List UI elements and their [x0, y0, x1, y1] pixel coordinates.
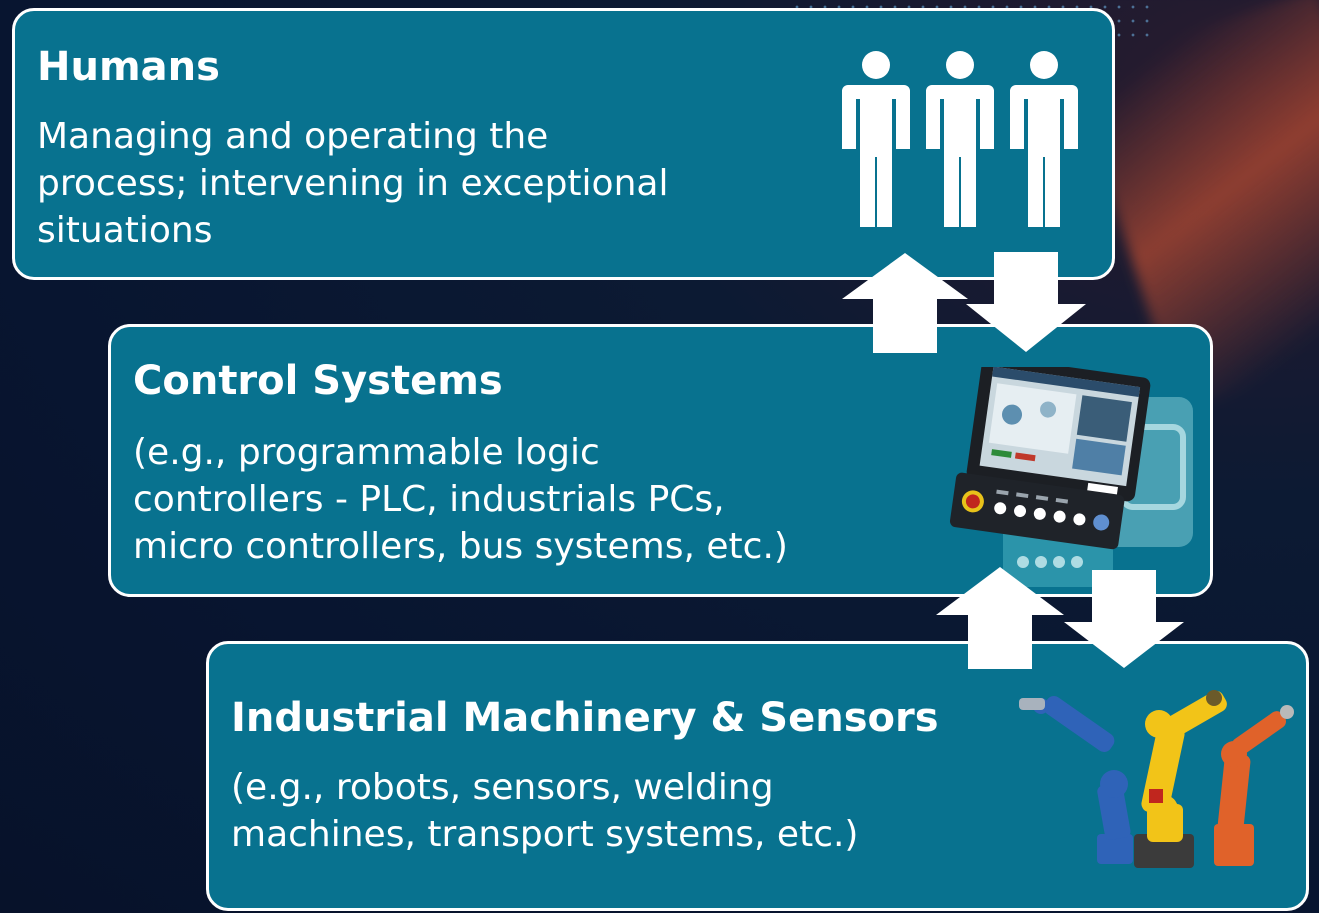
control-panel-icon — [943, 367, 1203, 592]
people-icon — [838, 49, 1088, 234]
humans-layer-box: Humans Managing and operating the proces… — [12, 8, 1115, 280]
down-arrow-control-to-industrial — [1064, 570, 1184, 668]
up-arrow-control-to-humans — [842, 253, 968, 353]
control-systems-title: Control Systems — [133, 358, 503, 404]
humans-title: Humans — [37, 44, 220, 90]
humans-description: Managing and operating the process; inte… — [37, 116, 669, 251]
control-systems-layer-box: Control Systems (e.g., programmable logi… — [108, 324, 1213, 597]
control-systems-description: (e.g., programmable logic controllers - … — [133, 432, 788, 567]
industrial-machinery-title: Industrial Machinery & Sensors — [231, 695, 939, 741]
industrial-machinery-description: (e.g., robots, sensors, welding machines… — [231, 767, 859, 855]
industrial-machinery-layer-box: Industrial Machinery & Sensors (e.g., ro… — [206, 641, 1309, 911]
robot-arms-icon — [1009, 684, 1299, 874]
down-arrow-humans-to-control — [966, 252, 1086, 352]
up-arrow-industrial-to-control — [936, 567, 1064, 669]
